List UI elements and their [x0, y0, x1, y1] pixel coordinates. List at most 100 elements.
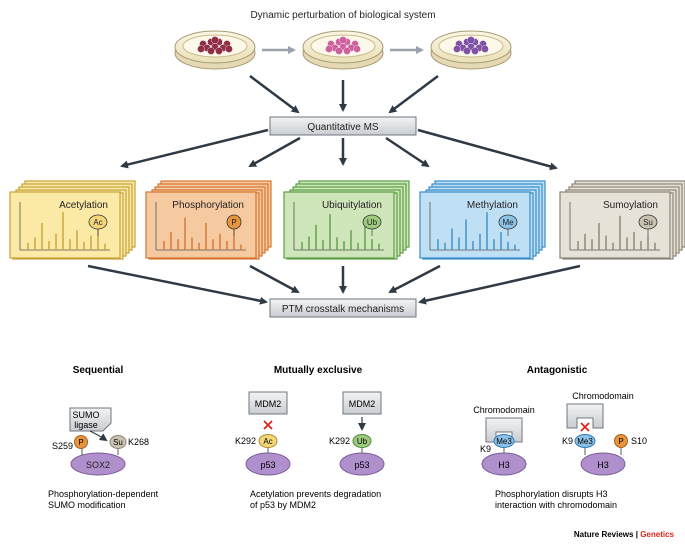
sox2-label: SOX2 — [86, 460, 110, 470]
sumo-ligase-line2: ligase — [74, 420, 98, 430]
p53-right-site: K292 — [329, 436, 350, 446]
sumo-badge-sox2 — [109, 435, 127, 449]
antagonistic-caption-line2: interaction with chromodomain — [495, 500, 617, 510]
cell — [197, 45, 205, 53]
h3-protein-left — [481, 452, 527, 476]
cell — [353, 45, 361, 53]
sumo-badge-sox2-label: Su — [113, 438, 123, 447]
ubiquityl-badge-p53 — [352, 434, 372, 448]
mutually-exclusive-caption-line1: Acetylation prevents degradation — [250, 489, 381, 499]
ptm-label: Methylation — [467, 200, 518, 211]
block-x-icon — [263, 420, 273, 430]
cell — [453, 45, 461, 53]
ptm-label: Acetylation — [59, 200, 108, 211]
journal-name: Nature Reviews — [574, 530, 634, 539]
mutually-exclusive-caption-line2: of p53 by MDM2 — [250, 500, 316, 510]
h3-left-site: K9 — [480, 444, 491, 454]
p53-left-site: K292 — [235, 436, 256, 446]
h3-left-label: H3 — [498, 460, 510, 470]
phospho-badge-h3 — [614, 434, 628, 448]
p53-right-label: p53 — [354, 460, 369, 470]
ptm-spectra: AcetylationAcPhosphorylationPUbiquitylat… — [9, 180, 685, 260]
disrupt-x-icon — [580, 422, 590, 432]
cell — [471, 47, 479, 55]
mdm2-box-left — [248, 391, 288, 415]
credit-separator: | — [636, 530, 638, 539]
p53-left-label: p53 — [260, 460, 275, 470]
cell — [481, 45, 489, 53]
cell — [207, 47, 215, 55]
arrow-sumoylation-crosstalk — [418, 264, 581, 305]
arrow-dish1-ms — [249, 75, 300, 114]
ptm-badge-label: Ub — [367, 218, 378, 227]
cell — [343, 47, 351, 55]
cell — [339, 36, 347, 44]
methyl-badge-left-label: Me3 — [496, 437, 512, 446]
antagonistic-caption-line1: Phosphorylation disrupts H3 — [495, 489, 608, 499]
quantitative-ms-label: Quantitative MS — [307, 122, 378, 133]
arrow-dish3-ms — [388, 75, 439, 114]
ptm-label: Ubiquitylation — [322, 200, 382, 211]
chromodomain-right — [566, 403, 604, 429]
h3-right-site-s10: S10 — [631, 436, 647, 446]
h3-protein-right — [580, 452, 626, 476]
mutually-exclusive-panel: Mutually exclusive MDM2 p53 Ac K292 MDM2… — [235, 365, 385, 510]
cell — [325, 45, 333, 53]
p53-protein-left — [245, 452, 291, 476]
ptm-badge — [226, 214, 242, 230]
antagonistic-title: Antagonistic — [527, 365, 588, 376]
sequential-caption-line1: Phosphorylation-dependent — [48, 489, 159, 499]
sequential-caption-line2: SUMO modification — [48, 500, 126, 510]
petri-dish-3 — [430, 30, 512, 70]
crosstalk-box — [269, 298, 417, 318]
methyl-badge-right-label: Me3 — [577, 437, 593, 446]
methyl-badge-right — [574, 434, 596, 448]
mdm2-left-label: MDM2 — [255, 399, 282, 409]
diagram-title: Dynamic perturbation of biological syste… — [250, 10, 435, 21]
ptm-badge — [638, 214, 658, 230]
arrow-acetylation-crosstalk — [87, 264, 268, 305]
antagonistic-panel: Antagonistic Chromodomain H3 Me3 K9 Chro… — [473, 365, 647, 510]
sox2-protein — [70, 452, 126, 476]
arrow-ms-sumoylation — [417, 128, 558, 171]
phospho-badge-sox2-label: P — [78, 438, 83, 447]
cell — [215, 47, 223, 55]
ptm-badge-label: P — [231, 218, 236, 227]
phospho-badge-sox2 — [74, 435, 88, 449]
arrow-ms-acetylation — [120, 128, 269, 169]
arrow-ms-phosphorylation — [248, 136, 301, 168]
ptm-badge — [498, 214, 518, 230]
cell — [335, 47, 343, 55]
mutually-exclusive-title: Mutually exclusive — [274, 365, 363, 376]
arrow-methylation-crosstalk — [388, 264, 441, 294]
ptm-badge-label: Su — [643, 218, 653, 227]
methyl-badge-left — [493, 434, 515, 448]
chromodomain-right-label: Chromodomain — [572, 391, 634, 401]
ptm-badge — [362, 214, 382, 230]
cell — [225, 45, 233, 53]
phospho-badge-h3-label: P — [618, 437, 623, 446]
acetyl-badge-p53-label: Ac — [263, 437, 272, 446]
chromodomain-left — [485, 417, 523, 443]
chromodomain-left-label: Chromodomain — [473, 405, 535, 415]
ubiquityl-badge-p53-label: Ub — [357, 437, 368, 446]
journal-section: Genetics — [640, 530, 674, 539]
ptm-label: Sumoylation — [603, 200, 658, 211]
sequential-panel: Sequential SUMO ligase SOX2 P Su S259 K2… — [48, 365, 159, 510]
sox2-site-k268: K268 — [128, 437, 149, 447]
ptm-label: Phosphorylation — [172, 200, 244, 211]
ptm-badge-label: Ac — [93, 218, 102, 227]
sumo-ligase-line1: SUMO — [73, 410, 100, 420]
sox2-site-s259: S259 — [52, 441, 73, 451]
ptm-badge-label: Me — [502, 218, 514, 227]
mdm2-box-right — [342, 391, 382, 415]
h3-right-label: H3 — [597, 460, 609, 470]
sequential-title: Sequential — [73, 365, 124, 376]
acetyl-badge-p53 — [258, 434, 278, 448]
